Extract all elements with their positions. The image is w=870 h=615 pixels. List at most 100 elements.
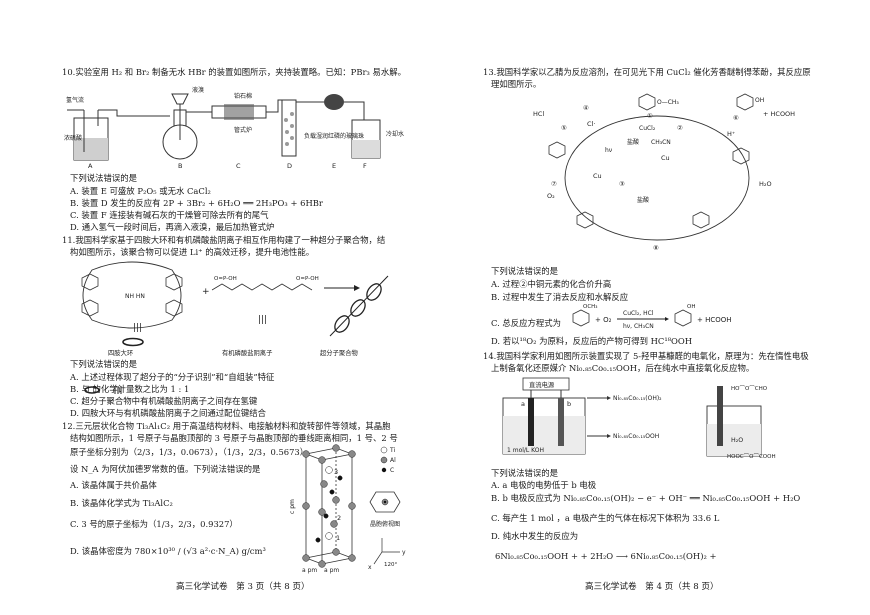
axis-a2: a pm [324, 567, 339, 574]
q11-option-b: B. 与 的化学计量数之比为 1 : 1 [70, 384, 190, 394]
q14-stem-line2: 上制备氧化还原媒介 Ni₀.₈₅Co₀.₁₅OOH，后在纯水中直接氧化反应物。 [491, 363, 755, 373]
axis-angle: 120° [384, 562, 397, 568]
q13-option-b: B. 过程中发生了消去反应和水解反应 [491, 292, 629, 302]
q11-stem-line2: 构如图所示，该聚合物可以促进 Li⁺ 的高效迁移，提升电池性能。 [70, 247, 315, 257]
q14-option-d-equation: 6Ni₀.₈₅Co₀.₁₅OOH + + 2H₂O ⟶ 6Ni₀.₈₅Co₀.₁… [495, 551, 717, 561]
label-top-view: 晶胞俯视图 [370, 520, 400, 528]
q14-lead: 下列说法错误的是 [491, 468, 558, 478]
q11-lead: 下列说法错误的是 [70, 359, 137, 369]
svg-text:HOOC⌒O⌒COOH: HOOC⌒O⌒COOH [727, 453, 776, 460]
q11-plus: + [202, 287, 210, 297]
svg-text:HO⌒O⌒CHO: HO⌒O⌒CHO [731, 385, 768, 392]
electrode-a: a [521, 400, 525, 408]
step-6: ⑥ [733, 114, 739, 122]
svg-text:O—CH₃: O—CH₃ [657, 99, 679, 106]
svg-text:OCH₃: OCH₃ [583, 304, 598, 310]
q11-supramolecular-figure: NH HN ||| 四胺大环 + O=P-OH O=P-OH ||| 有机磷酸盐… [81, 261, 389, 357]
letter-B: B [178, 162, 182, 170]
svg-text:O=P-OH: O=P-OH [214, 276, 237, 282]
label-ni-oxyhydroxide: Ni₀.₈₅Co₀.₁₅OOH [613, 433, 659, 440]
label-h2o: H₂O [731, 437, 743, 444]
cycle-plus-hcooh: + HCOOH [763, 110, 795, 118]
cycle-h-plus: H⁺ [727, 130, 735, 138]
label-red-p-beads: 负载湿润红磷的玻璃珠 [304, 132, 364, 140]
q12-option-a: A. 该晶体属于共价晶体 [70, 480, 157, 490]
q12-stem-line4: 设 N_A 为阿伏加德罗常数的值。下列说法错误的是 [70, 464, 261, 474]
q11-equiv-mark-2: ||| [258, 315, 267, 325]
axis-c: c pm [289, 499, 296, 514]
svg-text:O=P-OH: O=P-OH [296, 276, 319, 282]
q13-option-c-equation: OCH₃ + O₂ CuCl₂, HCl hν, CH₃CN OH + HCOO… [572, 304, 732, 330]
q10-lead: 下列说法错误的是 [70, 173, 137, 183]
electrode-b: b [567, 400, 571, 408]
q13-lead: 下列说法错误的是 [491, 266, 558, 276]
q12-option-b: B. 该晶体化学式为 Ti₃AlC₂ [70, 498, 173, 508]
q11-option-a: A. 上述过程体现了超分子的“分子识别”和“自组装”特征 [70, 372, 275, 382]
label-cooling-water: 冷却水 [386, 130, 404, 138]
svg-text:NH HN: NH HN [125, 293, 145, 300]
label-h2-flow: 氢气流 [66, 96, 84, 104]
q11-equiv-mark: ||| [133, 323, 142, 333]
atom-label-3: 3 [334, 468, 338, 476]
right-footer: 高三化学试卷 第 4 页（共 8 页） [585, 582, 719, 592]
label-ni-hydroxide: Ni₀.₈₅Co₀.₁₅(OH)₂ [613, 395, 662, 402]
q13-stem-line1: 13.我国科学家以乙腈为反应溶剂，在可见光下用 CuCl₂ 催化芳香醚制得苯酚，… [483, 67, 811, 77]
right-page: 13.我国科学家以乙腈为反应溶剂，在可见光下用 CuCl₂ 催化芳香醚制得苯酚，… [435, 0, 870, 615]
letter-A: A [88, 162, 93, 170]
left-footer: 高三化学试卷 第 3 页（共 8 页） [176, 582, 310, 592]
svg-text:OH: OH [687, 304, 695, 310]
q13-catalytic-cycle: O—CH₃ OH + HCOOH HCl Cl· CuCl₂ CH₃CN 盐酸 … [533, 93, 795, 252]
q14-option-a: A. a 电极的电势低于 b 电极 [491, 480, 597, 490]
cycle-oh: OH [755, 97, 764, 104]
cycle-cucl2: CuCl₂ [639, 125, 656, 132]
label-tube-furnace: 管式炉 [234, 126, 252, 134]
atom-label-2: 2 [337, 514, 341, 522]
letter-C: C [236, 162, 241, 170]
q14-option-b: B. b 电极反应式为 Ni₀.₈₅Co₀.₁₅(OH)₂ − e⁻ + OH⁻… [491, 493, 801, 503]
step-3: ③ [619, 180, 625, 188]
atom-label-1: 1 [336, 534, 340, 542]
q11-stem-line1: 11.我国科学家基于四胺大环和有机磷酸盐阴离子相互作用构建了一种超分子聚合物，结 [62, 235, 386, 245]
legend-ti: Ti [389, 447, 395, 454]
svg-text:Cu: Cu [661, 154, 670, 162]
step-1: ① [647, 112, 653, 120]
cycle-cl-radical: Cl· [587, 120, 595, 128]
q10-option-b: B. 装置 D 发生的反应有 2P + 3Br₂ + 6H₂O ══ 2H₃PO… [70, 198, 323, 208]
label-supramolecular-polymer: 超分子聚合物 [320, 348, 358, 357]
option-c-product: + HCOOH [697, 316, 732, 324]
legend-c: C [390, 467, 394, 474]
q12-option-c: C. 3 号的原子坐标为（1/3，2/3，0.9327） [70, 519, 238, 529]
axis-x: x [368, 564, 372, 571]
cycle-hcl-acid-2: 盐酸 [637, 196, 649, 204]
q12-option-d: D. 该晶体密度为 780×10³⁰ / (√3 a²·c·N_A) g/cm³ [70, 546, 266, 556]
q14-option-c: C. 每产生 1 mol ，a 电极产生的气体在标况下体积为 33.6 L [491, 513, 720, 523]
svg-text:Cu: Cu [593, 172, 602, 180]
q14-stem-line1: 14.我国科学家利用如图所示装置实现了 5-羟甲基糠醛的电氧化，原理为：先在惰性… [483, 351, 809, 361]
cycle-hcl: HCl [533, 110, 544, 118]
label-pt-asbestos: 铂石棉 [234, 92, 252, 100]
label-macrocycle: 四胺大环 [108, 348, 133, 357]
q13-option-c: C. 总反应方程式为 [491, 318, 562, 328]
q14-option-d: D. 纯水中发生的反应为 [491, 531, 579, 541]
q10-stem: 10.实验室用 H₂ 和 Br₂ 制备无水 HBr 的装置如图所示，夹持装置略。… [62, 67, 406, 77]
q12-stem-line1: 12.三元层状化合物 Ti₃Al₁C₂ 用于高温结构材料、电接触材料和旋转部件等… [62, 421, 391, 431]
letter-D: D [287, 162, 292, 170]
label-liquid-br2: 液溴 [192, 86, 204, 94]
label-dc-power: 直流电源 [529, 380, 555, 389]
label-koh: 1 mol/L KOH [507, 447, 544, 454]
q10-option-c: C. 装置 F 连接装有碱石灰的干燥管可除去所有的尾气 [70, 210, 269, 220]
q13-option-a: A. 过程②中铜元素的化合价升高 [491, 279, 612, 289]
letter-F: F [363, 162, 367, 170]
label-conc-h2so4: 浓硫酸 [64, 134, 82, 142]
q14-electrolysis-device: 直流电源 a b 1 mol/L KOH Ni₀.₈₅Co₀.₁₅(OH)₂ N… [502, 377, 776, 460]
step-8: ⑧ [653, 244, 659, 252]
cycle-h2o: H₂O [759, 180, 772, 188]
q11-option-d: D. 四胺大环与有机磷酸盐阴离子之间通过配位键结合 [70, 408, 266, 418]
option-c-conditions: hν, CH₃CN [623, 323, 654, 330]
option-c-reagents: CuCl₂, HCl [623, 310, 654, 317]
cycle-ch3cn: CH₃CN [651, 139, 671, 146]
left-page: 10.实验室用 H₂ 和 Br₂ 制备无水 HBr 的装置如图所示，夹持装置略。… [62, 67, 406, 592]
cycle-o2: O₂ [547, 192, 555, 200]
step-7: ⑦ [551, 180, 557, 188]
q12-unit-cell-figure: 3 2 1 c pm a pm a pm Ti Al C 晶胞俯视图 y x 1… [289, 444, 406, 574]
